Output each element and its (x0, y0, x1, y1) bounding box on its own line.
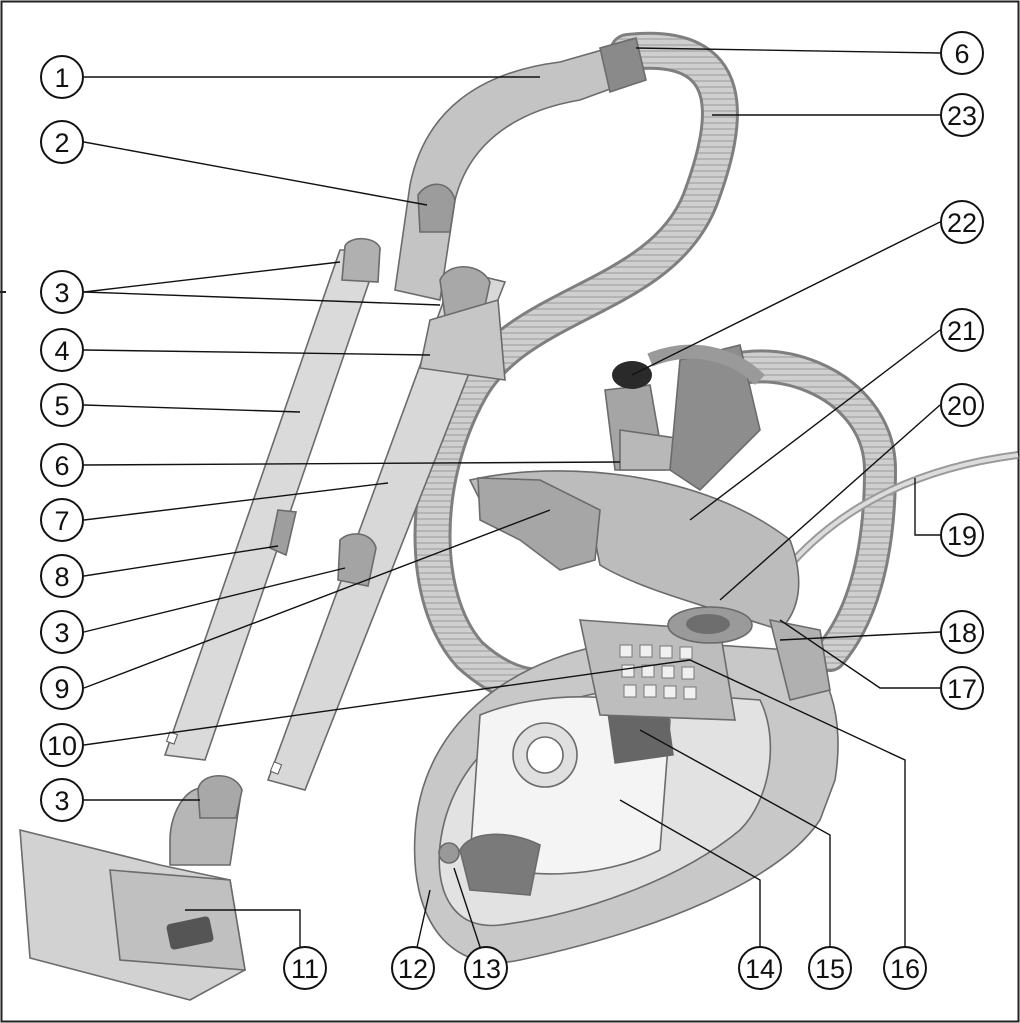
vacuum-body (413, 619, 839, 964)
callout-c18: 18 (940, 610, 984, 654)
callout-label: 22 (947, 208, 977, 238)
callout-label: 10 (47, 731, 77, 761)
callout-circle (40, 120, 84, 164)
callout-c23: 23 (940, 93, 984, 137)
hose-loop (683, 349, 898, 672)
callout-circle (940, 666, 984, 710)
callout-c12: 12 (391, 946, 435, 990)
callout-c7: 7 (40, 498, 84, 542)
callout-label: 20 (947, 391, 977, 421)
handle (394, 37, 647, 301)
callout-label: 11 (291, 954, 319, 984)
callout-label: 15 (815, 954, 845, 984)
callout-c3b: 3 (40, 610, 84, 654)
callout-label: 6 (54, 451, 69, 481)
callout-c16: 16 (883, 946, 927, 990)
callout-circle (940, 308, 984, 352)
callout-c11: 11 (283, 946, 327, 990)
callout-circle (40, 610, 84, 654)
callout-label: 7 (54, 506, 69, 536)
callout-label: 3 (54, 786, 69, 816)
callout-label: 8 (54, 562, 69, 592)
callout-label: 23 (947, 101, 977, 131)
callout-circle (738, 946, 782, 990)
callout-c17: 17 (940, 666, 984, 710)
callout-circle (40, 55, 84, 99)
leader-lines (83, 47, 941, 966)
callout-c22: 22 (940, 200, 984, 244)
callout-circle (940, 383, 984, 427)
suction-tube-left (163, 237, 382, 761)
callout-c5: 5 (40, 383, 84, 427)
callout-label: 19 (947, 521, 977, 551)
callout-c6a: 6 (40, 443, 84, 487)
callout-c13: 13 (464, 946, 508, 990)
callout-c19: 19 (940, 513, 984, 557)
callout-circle (40, 328, 84, 372)
callout-c4: 4 (40, 328, 84, 372)
callout-c6b: 6 (940, 31, 984, 75)
callout-c9: 9 (40, 666, 84, 710)
callout-label: 21 (947, 316, 977, 346)
callout-label: 17 (947, 674, 977, 704)
callout-circle (391, 946, 435, 990)
callout-circle (940, 610, 984, 654)
callout-label: 3 (54, 618, 69, 648)
callout-c3a: 3 (40, 270, 84, 314)
callout-circle (40, 666, 84, 710)
callout-circle (40, 554, 84, 598)
callout-c14: 14 (738, 946, 782, 990)
callout-label: 6 (954, 39, 969, 69)
callout-circle (40, 498, 84, 542)
callout-circle (940, 200, 984, 244)
callout-c2: 2 (40, 120, 84, 164)
callout-label: 5 (54, 391, 69, 421)
callout-circle (940, 93, 984, 137)
callout-circle (40, 270, 84, 314)
callout-label: 1 (54, 63, 69, 93)
callout-c3c: 3 (40, 778, 84, 822)
callout-label: 4 (54, 336, 69, 366)
callout-circle (940, 31, 984, 75)
callout-c8: 8 (40, 554, 84, 598)
callout-c10: 10 (40, 723, 84, 767)
callout-label: 18 (947, 618, 977, 648)
callout-circle (283, 946, 327, 990)
callout-circle (40, 778, 84, 822)
callout-label: 13 (471, 954, 501, 984)
callout-label: 14 (745, 954, 775, 984)
callout-c1: 1 (40, 55, 84, 99)
callout-c20: 20 (940, 383, 984, 427)
callout-circle (40, 383, 84, 427)
callout-circle (40, 723, 84, 767)
callout-label: 9 (54, 674, 69, 704)
suction-tube-right (266, 266, 507, 791)
callout-c21: 21 (940, 308, 984, 352)
callout-circle (40, 443, 84, 487)
callout-circle (940, 513, 984, 557)
callout-circle (883, 946, 927, 990)
callout-label: 16 (890, 954, 920, 984)
callout-label: 3 (54, 278, 69, 308)
accessories (604, 344, 765, 492)
callout-label: 2 (54, 128, 69, 158)
callout-label: 12 (398, 954, 428, 984)
callout-c15: 15 (808, 946, 852, 990)
floorhead (19, 775, 246, 1001)
callout-circle (808, 946, 852, 990)
callout-circle (464, 946, 508, 990)
